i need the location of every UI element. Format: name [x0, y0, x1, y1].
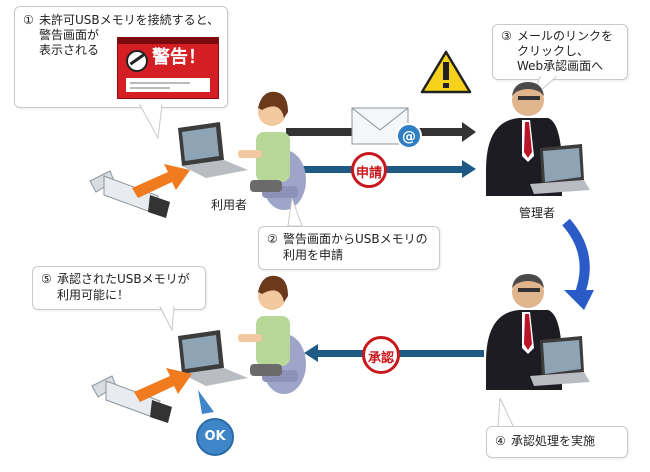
svg-text:@: @	[402, 129, 416, 145]
step-5-line1: 承認されたUSBメモリが	[57, 272, 190, 286]
step-3-line3: Web承認画面へ	[517, 59, 604, 73]
request-stamp-text: 申請	[355, 166, 382, 181]
step-4-number: ④	[495, 434, 506, 448]
approve-stamp: 承認	[362, 336, 400, 374]
warning-screen: 警告！	[117, 37, 219, 99]
approve-stamp-text: 承認	[367, 351, 394, 366]
step-5-line2: 利用可能に！	[57, 288, 130, 302]
step-2-line2: 利用を申請	[283, 248, 344, 262]
bubble-usb-available: ⑤ 承認されたUSBメモリが 利用可能に！	[32, 266, 206, 310]
user-label-top: 利用者	[211, 198, 248, 212]
step-1-line1: 未許可USBメモリを接続すると、	[39, 13, 220, 27]
step-3-line1: メールのリンクを	[517, 29, 614, 43]
step-2-number: ②	[267, 232, 278, 246]
bubble-request: ② 警告画面からUSBメモリの 利用を申請	[258, 226, 440, 270]
request-stamp: 申請	[351, 152, 387, 188]
ok-badge-text: OK	[204, 429, 226, 444]
step-2-line1: 警告画面からUSBメモリの	[283, 232, 428, 246]
step-1-line3: 表示される	[39, 43, 100, 57]
step-3-number: ③	[501, 29, 512, 43]
bubble-approval-process: ④ 承認処理を実施	[486, 426, 628, 458]
admin-label-top: 管理者	[519, 206, 556, 220]
bubble-unauthorized-usb: ① 未許可USBメモリを接続すると、 警告画面が 表示される 警告！	[14, 6, 228, 108]
step-1-line2: 警告画面が	[39, 28, 100, 42]
step-5-number: ⑤	[41, 272, 52, 286]
step-1-number: ①	[23, 13, 34, 27]
ok-badge: OK	[196, 418, 234, 456]
step-4-line1: 承認処理を実施	[511, 434, 596, 448]
warning-screen-title: 警告！	[152, 47, 206, 68]
bubble-email-link: ③ メールのリンクを クリックし、 Web承認画面へ	[492, 24, 628, 80]
step-3-line2: クリックし、	[517, 44, 590, 58]
